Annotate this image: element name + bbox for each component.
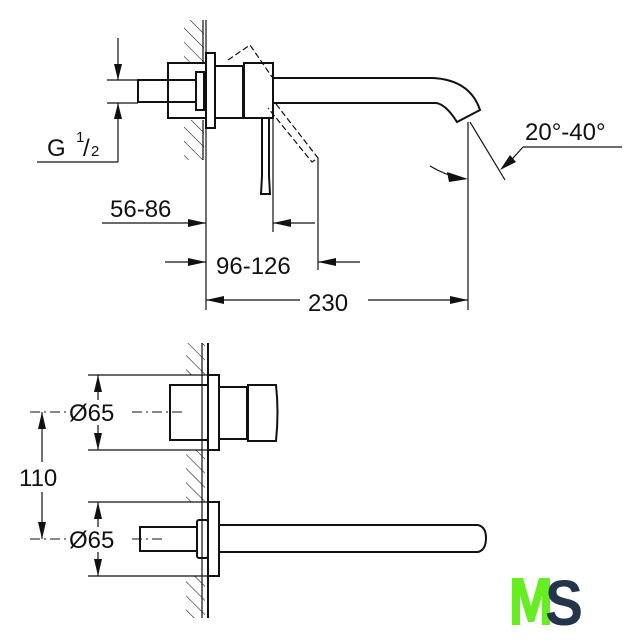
spacing-dimension: 110 (19, 465, 57, 492)
front-view: Ø65 Ø65 110 (19, 343, 488, 618)
wall-hatching (186, 343, 205, 618)
ms-logo: S (512, 567, 583, 639)
thread-dimension: G 1 / 2 (37, 38, 138, 163)
mixer-valve (169, 374, 279, 451)
diameter-bottom-dimension: Ø65 (69, 527, 114, 554)
lever-dimension: 96-126 (216, 253, 291, 280)
angle-dimension: 20°-40° (525, 119, 606, 146)
thread-label: G (47, 135, 66, 162)
valve-body (137, 52, 274, 195)
wall-hatching (184, 20, 204, 160)
spout (273, 77, 482, 124)
fraction-slash: / (83, 135, 90, 162)
projection-dimension: 230 (308, 290, 348, 317)
diameter-top-dimension: Ø65 (69, 400, 114, 427)
thread-numerator: 1 (76, 129, 84, 146)
lever-rotated-outline (227, 44, 319, 163)
spout-outlet (139, 501, 488, 577)
logo-s-letter: S (545, 567, 583, 639)
wall-depth-dimension: 56-86 (110, 196, 171, 223)
side-view: 20°-40° G 1 / 2 56-86 96-126 (37, 20, 622, 317)
thread-denominator: 2 (91, 143, 99, 160)
